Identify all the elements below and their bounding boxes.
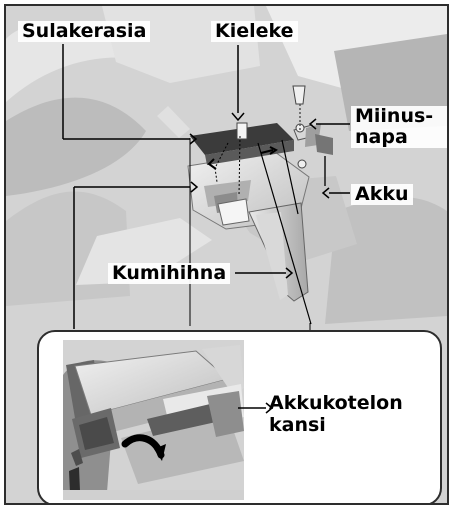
negative-terminal-label: Miinus- napa (351, 106, 447, 148)
diagram-frame: Sulakerasia Kieleke Miinus- napa Akku Ku… (4, 4, 449, 505)
fuse-box-label: Sulakerasia (18, 21, 151, 42)
inset-callout: Akkukotelon kansi (37, 330, 442, 503)
battery-case-cover-label: Akkukotelon kansi (267, 392, 405, 437)
tab-label: Kieleke (211, 21, 298, 42)
battery-label: Akku (351, 184, 413, 205)
rubber-strap-label: Kumihihna (108, 263, 231, 284)
battery-case-cover-pointer (238, 402, 272, 414)
battery-case-cover-detail (63, 340, 244, 500)
battery-area-diagram (6, 6, 447, 503)
